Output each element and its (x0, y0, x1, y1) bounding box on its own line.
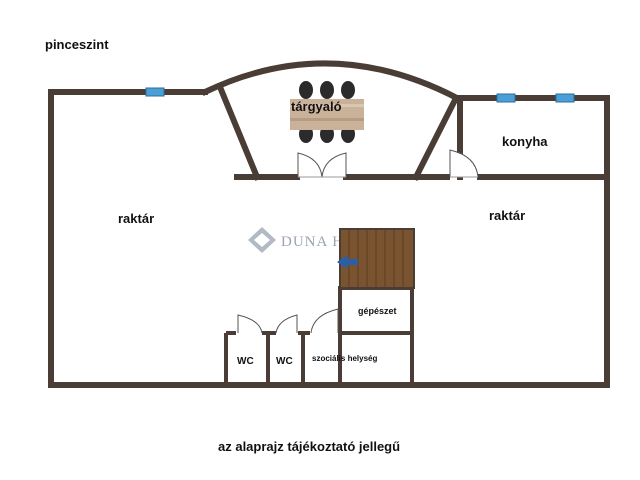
room-label-wc-1: WC (237, 356, 254, 367)
meeting-table-icon (290, 81, 364, 143)
footer-note: az alaprajz tájékoztató jellegű (218, 439, 400, 454)
wc-1-door-icon (237, 314, 263, 334)
room-label-wc-2: WC (276, 356, 293, 367)
window-right-1 (496, 93, 516, 103)
curved-wall (200, 60, 462, 103)
stairs-direction-arrow-icon (337, 255, 358, 269)
social-room-door-icon (310, 308, 339, 334)
outer-wall (48, 89, 610, 388)
walls (48, 60, 610, 388)
stairs-icon (339, 228, 415, 289)
windows (145, 87, 575, 103)
room-label-left-storage: raktár (118, 211, 154, 226)
meeting-room-double-door-icon (297, 152, 347, 178)
room-label-meeting-room: tárgyaló (291, 99, 342, 114)
doors (237, 149, 479, 334)
meeting-room-wall-right (411, 95, 460, 182)
watermark-logo-icon (248, 227, 276, 253)
level-title: pinceszint (45, 37, 109, 52)
room-label-kitchen: konyha (502, 134, 548, 149)
service-rooms-walls (224, 286, 414, 385)
room-label-right-storage: raktár (489, 208, 525, 223)
wc-2-door-icon (275, 314, 298, 334)
kitchen-door-icon (449, 149, 479, 178)
room-label-social-room: szociális helység (312, 354, 377, 363)
window-left (145, 87, 165, 97)
window-right-2 (555, 93, 575, 103)
room-label-mechanical: gépészet (358, 306, 397, 316)
meeting-room-wall-left (216, 83, 261, 181)
